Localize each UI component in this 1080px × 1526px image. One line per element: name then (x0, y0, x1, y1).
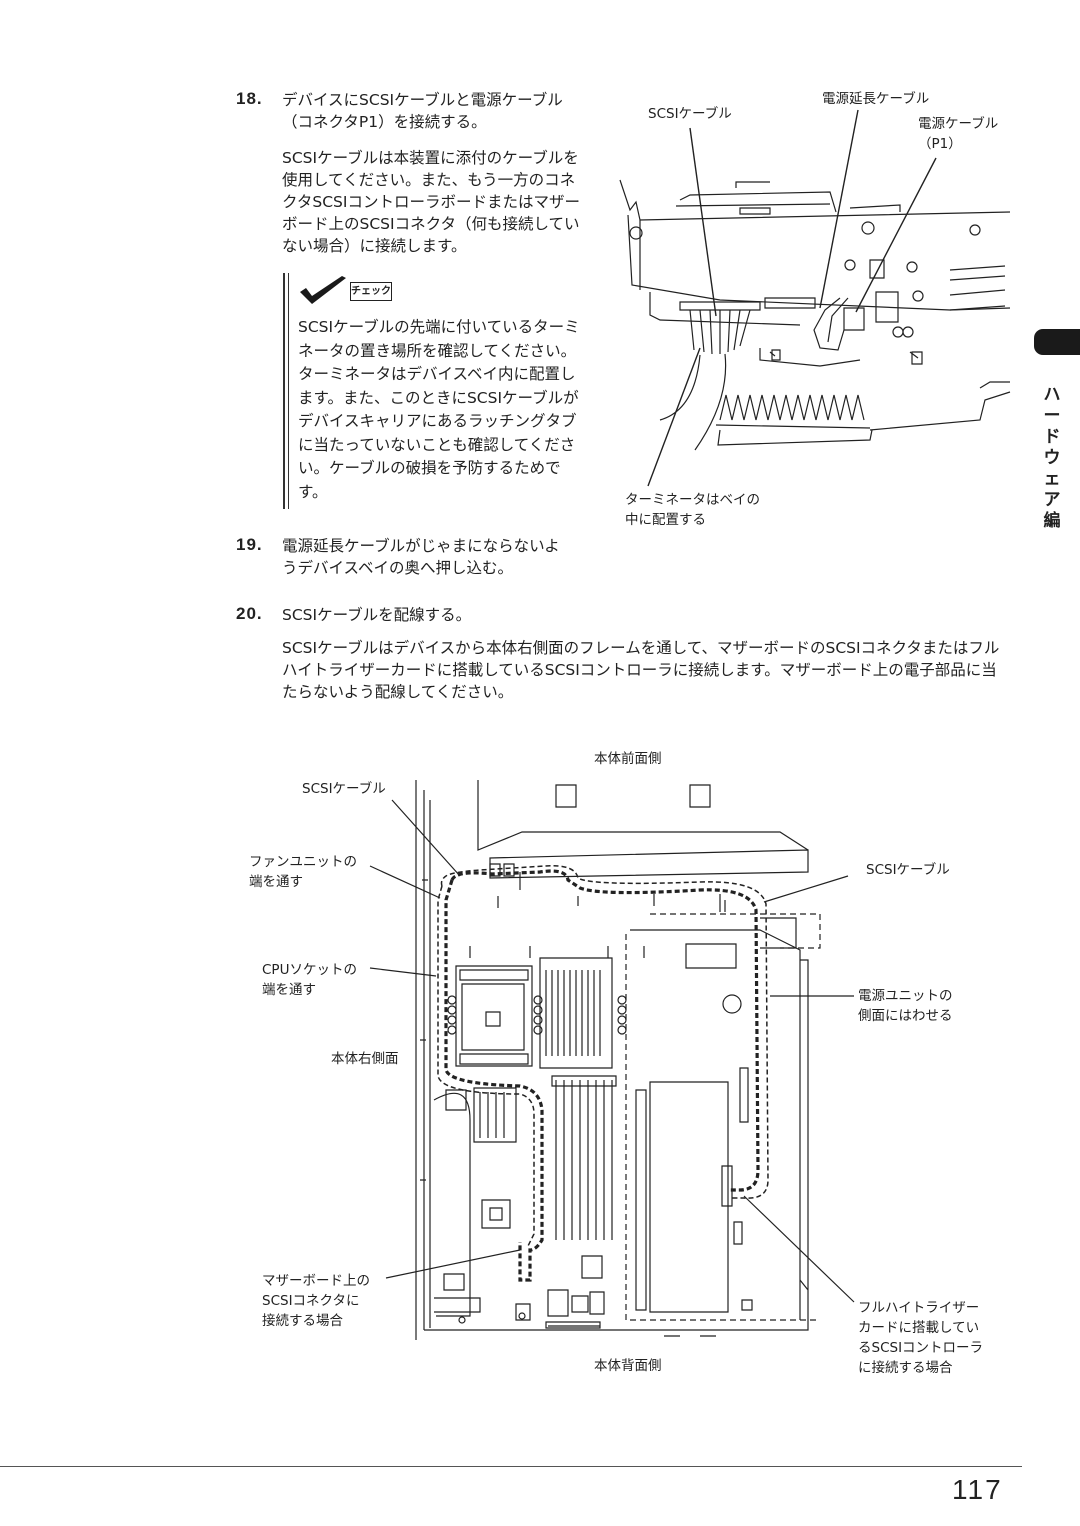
note-bar-thin (288, 273, 289, 509)
step-19-title-line1: 電源延長ケーブルがじゃまにならないよ (282, 537, 560, 555)
page-number: 117 (952, 1474, 1003, 1505)
footer-rule (0, 1466, 1022, 1467)
section-tab (1034, 329, 1080, 355)
fig2-mb-label: マザーボード上の SCSIコネクタに 接続する場合 (262, 1271, 370, 1331)
fig2-scsi-cable-left-label: SCSIケーブル (302, 781, 386, 797)
fig1-power-ext-label: 電源延長ケーブル (822, 91, 930, 107)
fig2-right-side-label: 本体右側面 (331, 1051, 399, 1067)
fig2-fan-unit-line2: 端を通す (249, 874, 303, 890)
step-18-title-line1: デバイスにSCSIケーブルと電源ケーブル (282, 91, 563, 109)
step-18-title-line2: （コネクタP1）を接続する。 (282, 113, 487, 131)
fig2-mb-line3: 接続する場合 (262, 1313, 343, 1329)
fig2-mb-line1: マザーボード上の (262, 1273, 370, 1289)
fig2-riser-line1: フルハイトライザー (858, 1300, 980, 1316)
fig2-riser-line4: に接続する場合 (858, 1360, 953, 1376)
fig2-cpu-socket-line2: 端を通す (262, 982, 316, 998)
fig2-fan-unit-label: ファンユニットの 端を通す (249, 852, 357, 892)
step-18-title: デバイスにSCSIケーブルと電源ケーブル （コネクタP1）を接続する。 (282, 89, 602, 133)
section-vertical-title: ハードウェア編 (1043, 385, 1061, 531)
fig1-scsi-cable-label: SCSIケーブル (648, 106, 732, 122)
fig2-riser-line2: カードに搭載してい (858, 1320, 980, 1336)
step-18-number: 18. (236, 89, 263, 108)
check-badge: チェック (350, 282, 392, 301)
fig2-scsi-cable-right-label: SCSIケーブル (866, 862, 950, 878)
fig2-psu-label: 電源ユニットの 側面にはわせる (858, 986, 953, 1026)
fig2-cpu-socket-label: CPUソケットの 端を通す (262, 960, 357, 1000)
fig2-psu-line1: 電源ユニットの (858, 988, 953, 1004)
fig1-power-cable-label: 電源ケーブル （P1） (918, 114, 998, 154)
step-20-number: 20. (236, 604, 263, 623)
step-19-title: 電源延長ケーブルがじゃまにならないよ うデバイスベイの奥へ押し込む。 (282, 535, 602, 579)
fig1-terminator-label: ターミネータはベイの 中に配置する (625, 490, 760, 530)
fig1-terminator-line1: ターミネータはベイの (625, 492, 760, 508)
checkmark-icon (300, 276, 346, 304)
device-bay-illustration (600, 120, 1020, 500)
step-20-title: SCSIケーブルを配線する。 (282, 606, 472, 624)
check-note-text: SCSIケーブルの先端に付いているターミネータの置き場所を確認してください。ター… (298, 318, 580, 501)
fig2-riser-line3: るSCSIコントローラ (858, 1340, 984, 1356)
fig1-power-cable-line1: 電源ケーブル (918, 116, 999, 132)
fig1-terminator-line2: 中に配置する (625, 512, 706, 528)
fig2-front-side-label: 本体前面側 (594, 751, 662, 767)
fig2-cpu-socket-line1: CPUソケットの (262, 962, 357, 978)
step-20-body: SCSIケーブルはデバイスから本体右側面のフレームを通して、マザーボードのSCS… (282, 639, 1000, 701)
fig2-rear-side-label: 本体背面側 (594, 1358, 662, 1374)
fig2-riser-label: フルハイトライザー カードに搭載してい るSCSIコントローラ に接続する場合 (858, 1298, 983, 1378)
fig1-power-cable-line2: （P1） (918, 136, 962, 152)
step-19-number: 19. (236, 535, 263, 554)
fig2-psu-line2: 側面にはわせる (858, 1008, 953, 1024)
step-19-title-line2: うデバイスベイの奥へ押し込む。 (282, 559, 513, 577)
note-bar (283, 273, 285, 509)
fig2-mb-line2: SCSIコネクタに (262, 1293, 360, 1309)
step-18-body: SCSIケーブルは本装置に添付のケーブルを使用してください。また、もう一方のコネ… (282, 149, 580, 255)
fig2-fan-unit-line1: ファンユニットの (249, 854, 357, 870)
